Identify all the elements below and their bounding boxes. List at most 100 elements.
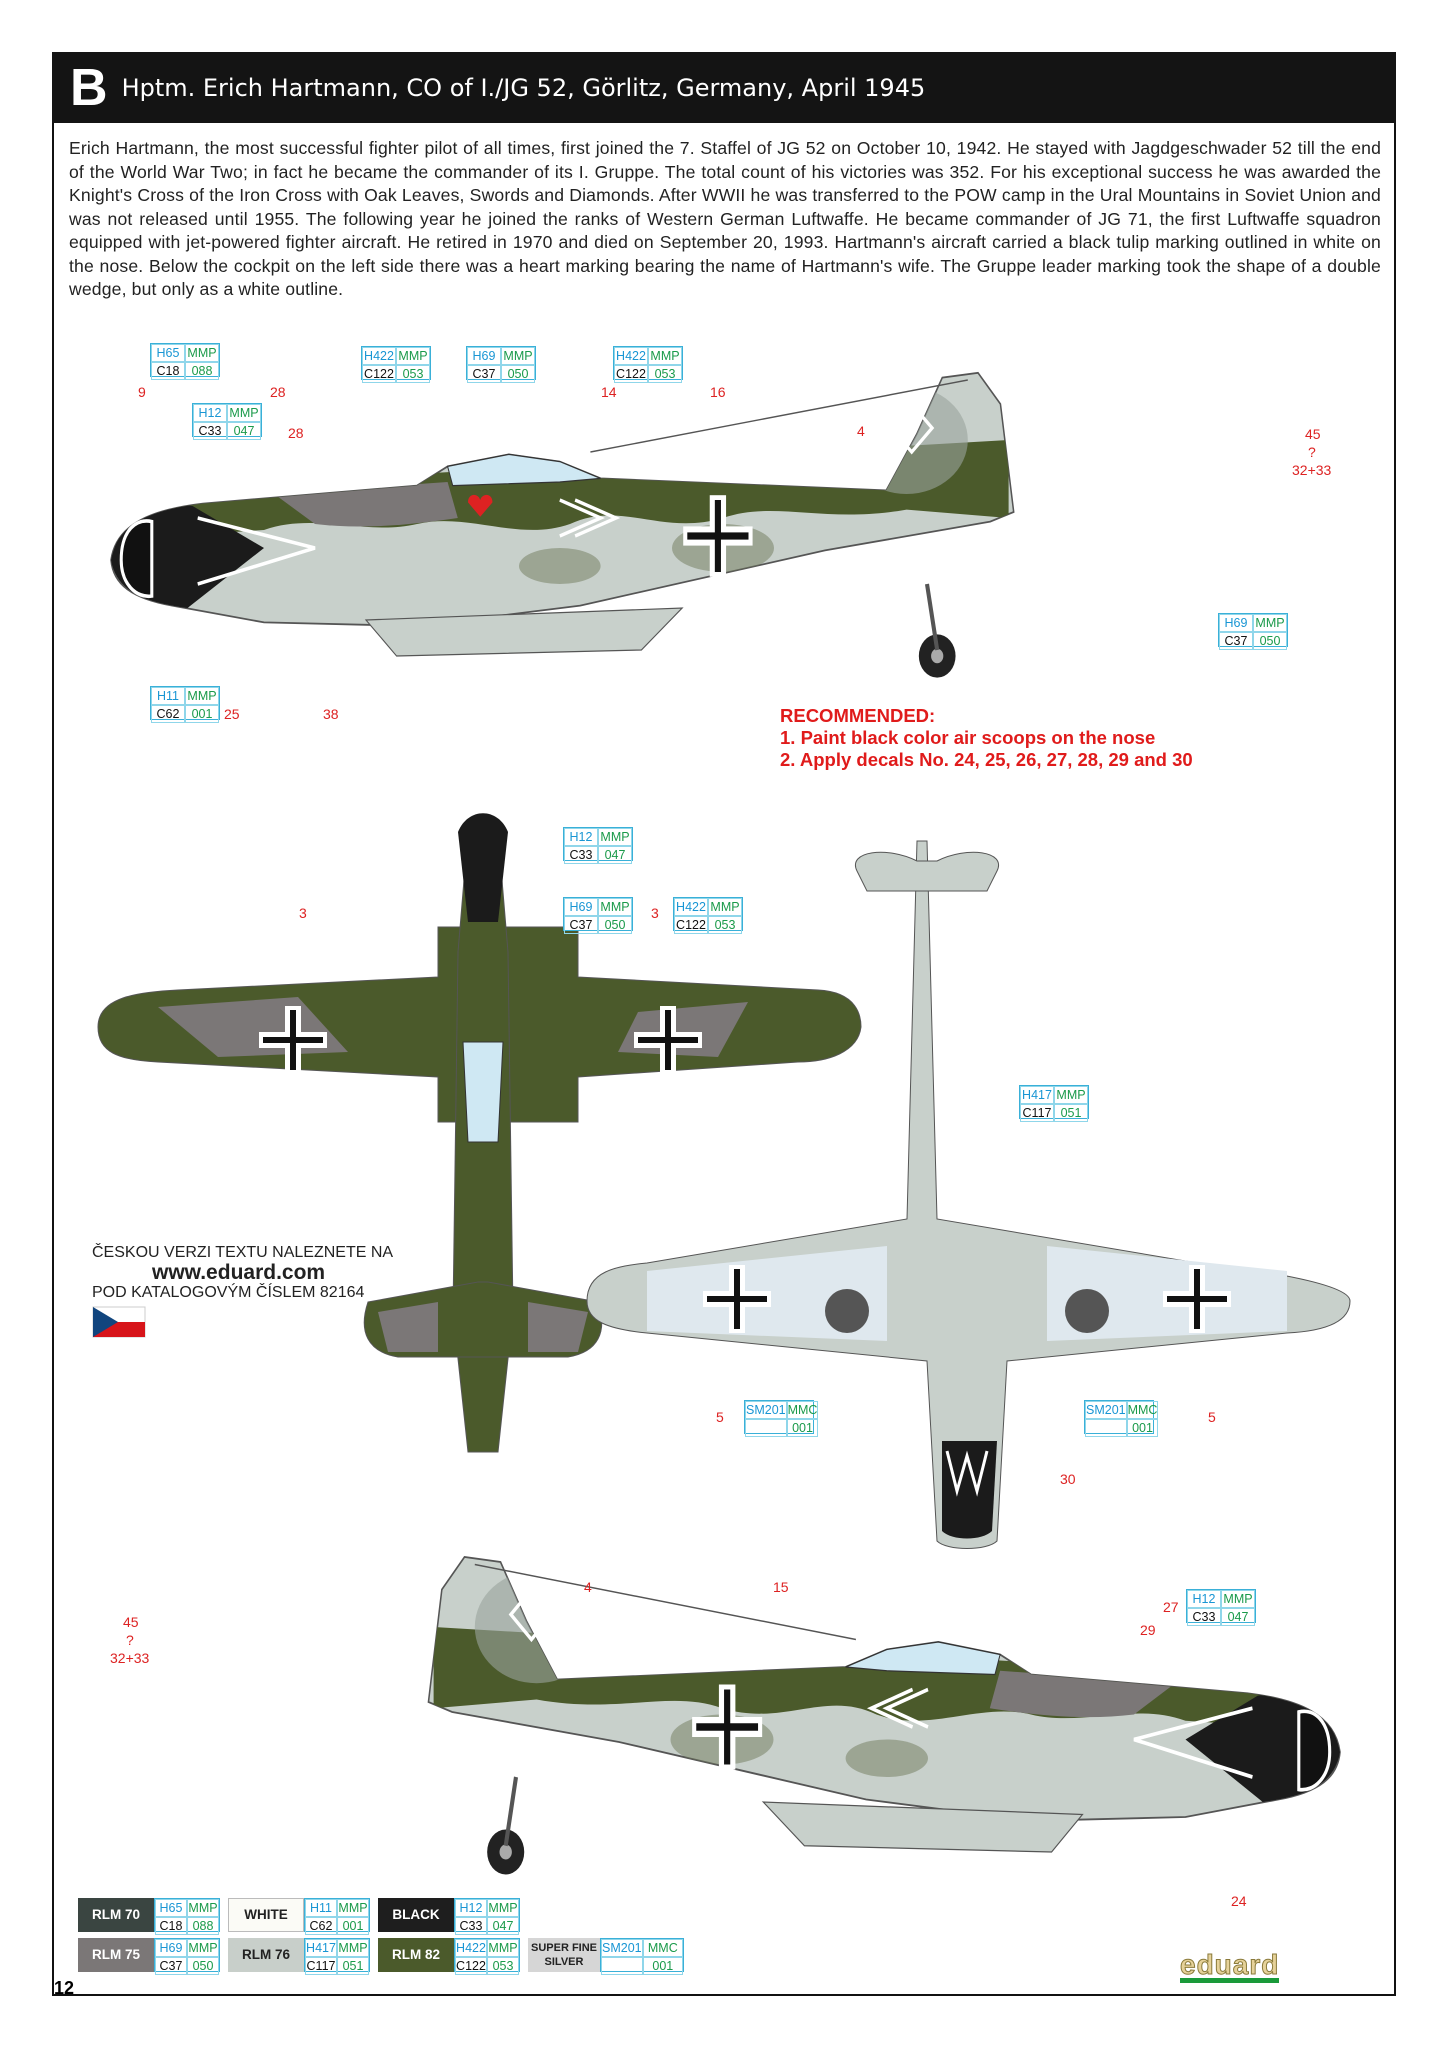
decal-number: 3	[651, 905, 659, 921]
callout-code: 053	[648, 365, 682, 383]
callout-code: MMC	[786, 1401, 819, 1419]
eduard-logo: eduard	[1179, 1950, 1280, 1983]
callout-code	[601, 1957, 643, 1975]
decal-number: 32+33	[1292, 462, 1332, 478]
decal-number: ?	[1308, 444, 1316, 460]
color-chip: RLM 75	[78, 1938, 154, 1972]
right-side-view	[428, 1557, 1340, 1875]
callout-code: SM201	[601, 1939, 643, 1957]
callout-code: C62	[151, 705, 185, 723]
color-chip: RLM 82	[378, 1938, 454, 1972]
decal-number: 16	[710, 384, 726, 400]
callout-code: 001	[337, 1917, 369, 1935]
callout-code: 047	[1221, 1608, 1255, 1626]
callout-code: MMP	[487, 1939, 519, 1957]
decal-number: 5	[1208, 1409, 1216, 1425]
decal-number: 28	[270, 384, 286, 400]
callout-code: MMP	[598, 828, 632, 846]
left-side-view	[111, 373, 1014, 678]
callout-code: C117	[1020, 1104, 1054, 1122]
callout-code: 053	[487, 1957, 519, 1975]
recommended-note: RECOMMENDED: 1. Paint black color air sc…	[780, 705, 1193, 771]
callout-code: 001	[786, 1419, 819, 1437]
decal-number: 45	[1305, 426, 1321, 442]
callout-code: H12	[1187, 1590, 1221, 1608]
callout-code: C33	[564, 846, 598, 864]
callout-code: MMC	[1126, 1401, 1159, 1419]
decal-number: 5	[716, 1409, 724, 1425]
callout-code: 001	[642, 1957, 683, 1975]
callout-code: MMP	[598, 898, 632, 916]
callout-code: C117	[305, 1957, 337, 1975]
callout-code: C122	[362, 365, 396, 383]
decal-number: 14	[601, 384, 617, 400]
callout-code: C18	[151, 362, 185, 380]
callout-code: 050	[598, 916, 632, 934]
decal-number: 25	[224, 706, 240, 722]
decal-number: 4	[584, 1579, 592, 1595]
callout-code	[745, 1419, 787, 1437]
callout-code: 088	[185, 362, 219, 380]
decal-number: 4	[857, 423, 865, 439]
callout-code: 001	[1126, 1419, 1159, 1437]
callout-code: H12	[193, 404, 227, 422]
decal-number: 32+33	[110, 1650, 150, 1666]
profile-letter: B	[70, 58, 108, 117]
callout-code: H422	[362, 347, 396, 365]
callout-code: MMP	[648, 347, 682, 365]
callout-code: H422	[455, 1939, 487, 1957]
callout-code: H11	[151, 687, 185, 705]
callout-code: MMP	[396, 347, 430, 365]
callout-code: C62	[305, 1917, 337, 1935]
callout-code: C37	[564, 916, 598, 934]
callout-code: SM201	[745, 1401, 787, 1419]
callout-code: H69	[155, 1939, 187, 1957]
callout-code: 053	[396, 365, 430, 383]
callout-code: MMC	[642, 1939, 683, 1957]
callout-code: 050	[1253, 632, 1287, 650]
czech-line: ČESKOU VERZI TEXTU NALEZNETE NA	[92, 1244, 394, 1261]
decal-number: 15	[773, 1579, 789, 1595]
callout-code: C122	[614, 365, 648, 383]
callout-code: SM201	[1085, 1401, 1127, 1419]
callout-code: MMP	[337, 1899, 369, 1917]
page-number: 12	[54, 1978, 75, 1998]
profile-header: B Hptm. Erich Hartmann, CO of I./JG 52, …	[52, 52, 1396, 123]
callout-code: C18	[155, 1917, 187, 1935]
decal-number: 28	[288, 425, 304, 441]
callout-code: 051	[1054, 1104, 1088, 1122]
decal-number: 29	[1140, 1622, 1156, 1638]
callout-code: 053	[708, 916, 742, 934]
callout-code: MMP	[1054, 1086, 1088, 1104]
callout-code: 051	[337, 1957, 369, 1975]
callout-code: MMP	[185, 687, 219, 705]
callout-code: MMP	[501, 347, 535, 365]
decal-number: 45	[123, 1614, 139, 1630]
decal-number: 24	[1231, 1893, 1247, 1909]
callout-code: C33	[455, 1917, 487, 1935]
callout-code: 001	[185, 705, 219, 723]
czech-url[interactable]: www.eduard.com	[152, 1261, 326, 1284]
decal-number: 30	[1060, 1471, 1076, 1487]
callout-code: H417	[1020, 1086, 1054, 1104]
callout-code: MMP	[227, 404, 261, 422]
callout-code: C33	[1187, 1608, 1221, 1626]
callout-code: H69	[467, 347, 501, 365]
color-chip: RLM 70	[78, 1898, 154, 1932]
